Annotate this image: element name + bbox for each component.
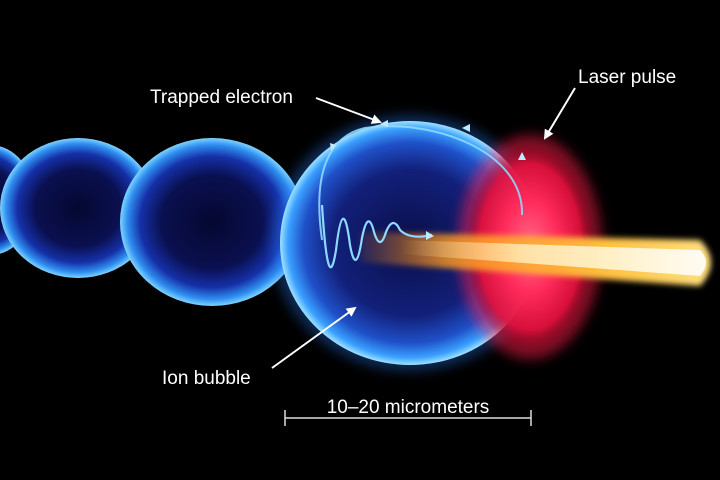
electron-trajectory-icon (318, 125, 524, 241)
chevron-down-icon (330, 143, 336, 151)
pointer-arrow-icon (543, 87, 576, 140)
ion-bubble-icon (120, 138, 304, 306)
chevron-left-icon (380, 120, 388, 127)
chevron-left-icon (462, 124, 470, 132)
trajectory-arrowheads (330, 120, 526, 160)
label-scale: 10–20 micrometers (327, 397, 490, 418)
chevron-up-icon (518, 152, 526, 160)
ion-bubble-icon (0, 138, 156, 278)
electron-oscillation-icon (320, 204, 433, 269)
ion-bubble-trail (0, 138, 304, 306)
pointer-arrow-icon (315, 97, 382, 124)
label-laser-pulse: Laser pulse (578, 67, 676, 88)
label-ion-bubble: Ion bubble (162, 368, 251, 389)
label-trapped-electron: Trapped electron (150, 87, 293, 108)
scale-bar-icon (284, 410, 532, 426)
electron-beam-core (400, 240, 706, 276)
arrow-right-icon (426, 231, 434, 240)
pointer-arrow-icon (271, 306, 357, 369)
